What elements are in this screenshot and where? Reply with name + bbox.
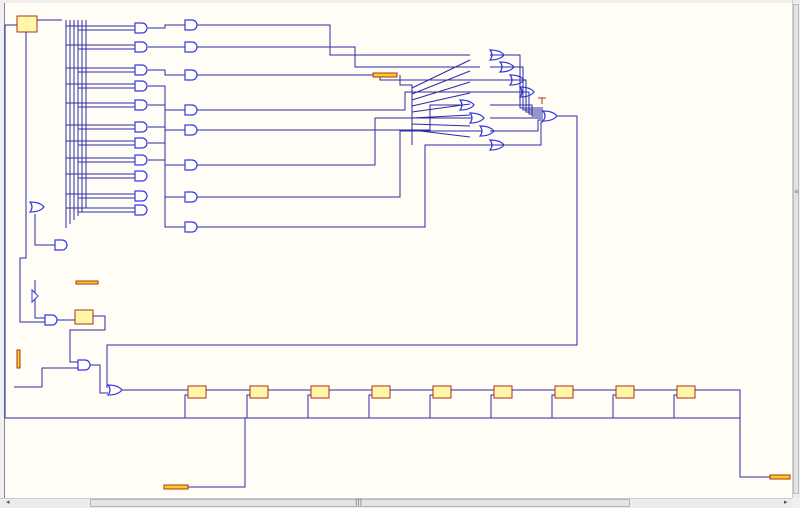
and-gate-icon [184,41,198,53]
flip-flop-icon [493,385,513,399]
and-gate-icon [184,221,198,233]
and-gate-icon [184,159,198,171]
wire [490,91,543,115]
wire [411,81,471,101]
wire [399,75,413,145]
flip-flop-icon [371,385,391,399]
and-gate-icon [184,69,198,81]
and-gate-icon [77,359,91,371]
wire [307,394,311,418]
wire [490,121,543,146]
counter-icon [16,15,38,33]
wire [148,24,185,29]
wire [184,394,188,418]
and-gate-icon [134,80,148,92]
wire [490,104,543,117]
flip-flop-icon [249,385,269,399]
buffer-gate-icon [31,288,39,304]
io-port-icon [769,474,791,480]
wire [90,364,108,394]
scroll-right-button[interactable]: ▸ [784,498,788,506]
wire [34,214,55,246]
wire [148,104,185,131]
wire [19,200,45,323]
wire [197,144,500,228]
flip-flop-icon [676,385,696,399]
or-gate-icon [478,125,495,137]
io-port-icon [16,349,21,369]
wire [34,280,45,319]
and-gate-icon [134,137,148,149]
wire [490,119,543,132]
io-port-icon [372,72,398,78]
wire [411,123,471,127]
wire [148,142,185,198]
and-gate-icon [184,191,198,203]
scroll-left-button[interactable]: ◂ [6,498,10,506]
flip-flop-icon [432,385,452,399]
and-gate-icon [134,121,148,133]
and-gate-icon [44,314,58,326]
flip-flop-icon [187,385,207,399]
wire [197,24,470,56]
wire [197,46,480,68]
wire [490,394,494,418]
flip-flop-icon [74,309,94,325]
wire [411,92,471,107]
wire [612,394,616,418]
wire [197,130,490,198]
and-gate-icon [134,154,148,166]
wire [148,85,185,111]
wire [368,394,372,418]
and-gate-icon [134,190,148,202]
and-gate-icon [184,104,198,116]
and-gate-icon [134,64,148,76]
vertical-scroll-grip: ≡ [794,188,800,195]
and-gate-icon [134,99,148,111]
or-gate-icon [28,201,45,213]
or-gate-icon [106,384,123,396]
and-gate-icon [54,239,68,251]
wire [429,394,433,418]
wire [411,114,471,119]
wire [69,315,106,363]
wire [411,129,471,138]
wire [148,126,185,166]
wire [197,74,490,81]
wire [197,117,480,166]
wire [14,367,78,388]
and-gate-icon [184,124,198,136]
and-gate-icon [134,22,148,34]
or-gate-icon [541,110,558,122]
flip-flop-icon [554,385,574,399]
flip-flop-icon [615,385,635,399]
wire [148,69,185,76]
wire [188,418,246,488]
wire [411,103,471,113]
wire [148,159,185,228]
wire [551,394,555,418]
wire [490,79,543,113]
power-icon [538,97,546,104]
horizontal-scroll-grip: ||| [355,498,363,506]
io-port-icon [163,484,189,490]
vertical-scrollbar-thumb[interactable] [793,4,799,494]
wire [673,394,677,418]
and-gate-icon [134,204,148,216]
and-gate-icon [134,41,148,53]
wire [246,394,250,418]
wire [197,91,500,111]
flip-flop-icon [310,385,330,399]
and-gate-icon [134,170,148,182]
wire [695,389,770,478]
wire [411,70,471,95]
io-port-icon [75,280,99,285]
wire [106,115,578,388]
wire [490,66,543,111]
and-gate-icon [184,19,198,31]
or-gate-icon [468,112,485,124]
wire [411,59,471,89]
